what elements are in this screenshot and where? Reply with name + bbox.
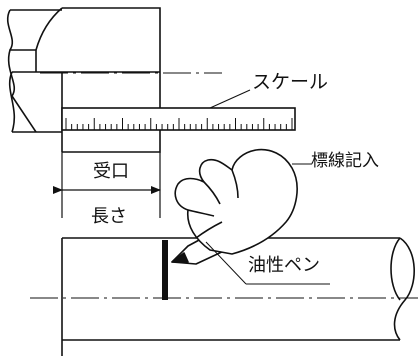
marking-line — [162, 240, 168, 300]
scale-label: スケール — [252, 71, 329, 93]
scale-leader — [209, 89, 251, 109]
socket-length-label-bottom: 長さ — [91, 206, 127, 227]
socket-length-dimension — [53, 152, 161, 218]
scale-ruler — [61, 107, 296, 131]
marking-label: 標線記入 — [311, 151, 379, 171]
pen-leader — [205, 241, 247, 285]
socket-length-label-top: 受口 — [93, 161, 129, 182]
pipe — [61, 237, 415, 356]
oil-pen-label: 油性ペン — [248, 255, 320, 276]
gloved-hand-icon — [171, 148, 298, 265]
